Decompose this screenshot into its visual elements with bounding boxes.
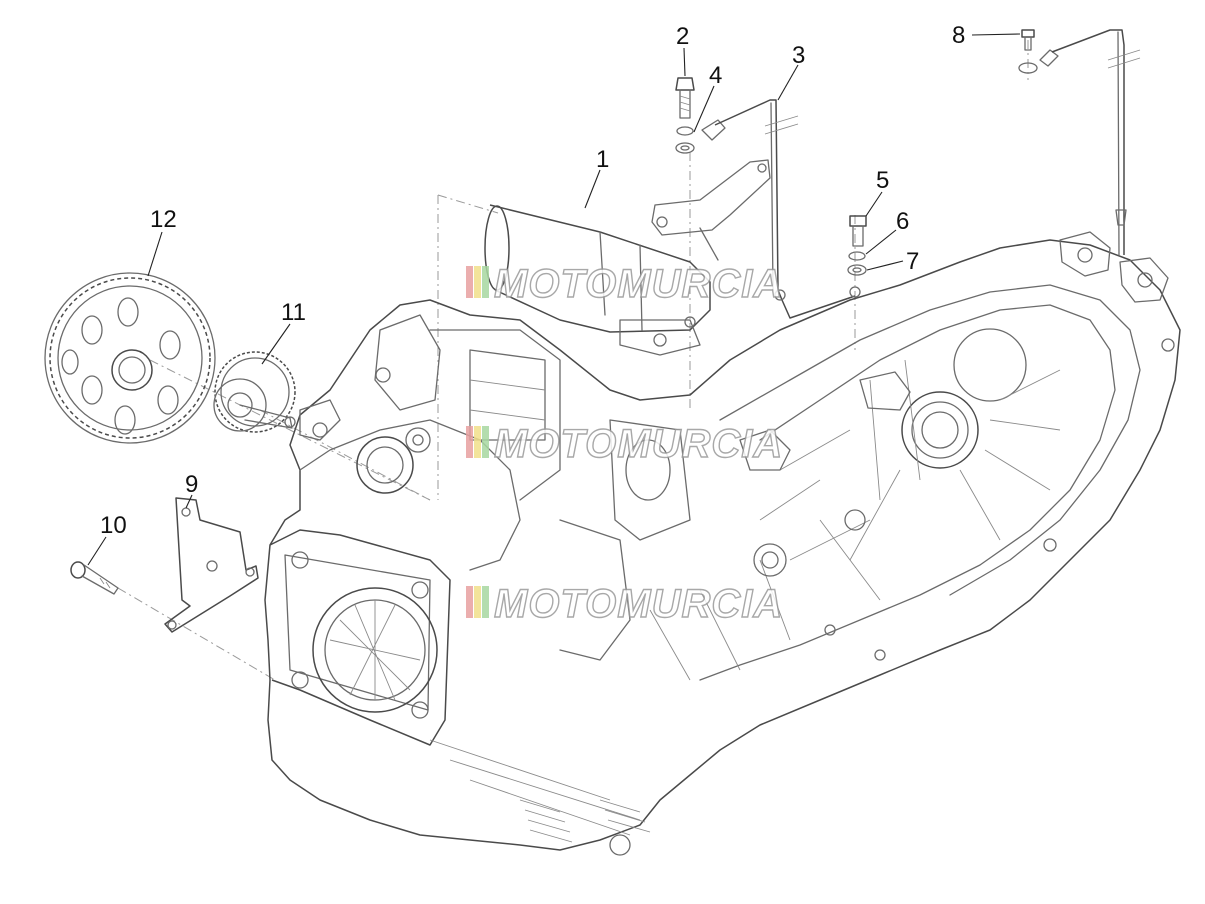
bracket-9 [164,497,259,633]
ring-gear-12 [44,272,216,444]
cable-3 [701,99,861,319]
watermark-text: MOTOMURCIA [494,422,783,466]
starter-bracket [651,159,771,261]
callout-8: 8 [952,22,965,49]
ground-cable [1018,29,1141,256]
watermark-top: MOTOMURCIA [466,261,783,307]
washer-4 [675,126,695,154]
idler-gear-11 [213,351,296,433]
callout-1: 1 [596,146,609,173]
watermark-text: MOTOMURCIA [494,262,783,306]
callout-5: 5 [876,167,889,194]
starter-motor [484,204,711,356]
callout-3: 3 [792,42,805,69]
bolt-2 [675,77,695,119]
watermark-middle: MOTOMURCIA [466,421,783,467]
callout-12: 12 [150,206,177,233]
washer-7 [847,264,867,276]
assembly-axes [117,40,1029,681]
bolt-10 [70,561,119,595]
callout-6: 6 [896,208,909,235]
callout-11: 11 [281,299,306,326]
callout-labels: 1 2 3 4 5 6 7 8 9 10 11 12 [100,22,965,539]
callout-10: 10 [100,512,127,539]
callout-2: 2 [676,23,689,50]
washer-6 [848,251,866,261]
watermark-text: MOTOMURCIA [494,582,783,626]
leader-lines [87,33,1021,566]
callout-7: 7 [906,248,919,275]
bolt-5 [849,215,867,247]
screw-8 [1021,29,1035,51]
watermark-bottom: MOTOMURCIA [466,581,783,627]
callout-9: 9 [185,471,198,498]
callout-4: 4 [709,62,722,89]
crankcase [264,231,1181,856]
